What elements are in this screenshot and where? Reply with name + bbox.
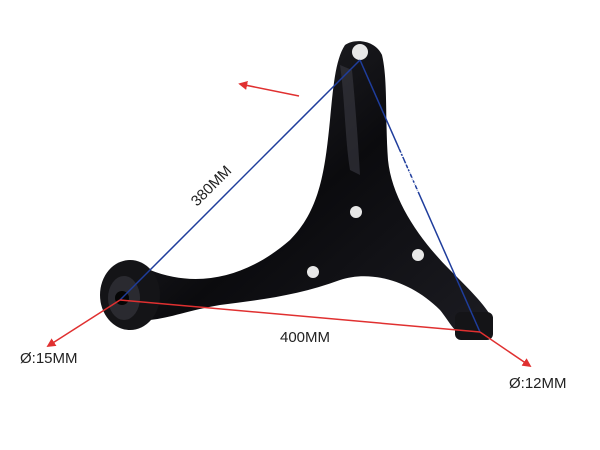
right-bushing [455, 312, 493, 340]
label-400mm: 400MM [280, 329, 330, 346]
arrows [46, 81, 532, 368]
arrow-top [238, 81, 300, 97]
label-diameter-12mm: Ø:12MM [509, 375, 567, 392]
top-mount-hole [352, 44, 368, 60]
measure-lines [119, 59, 481, 333]
label-380mm: 380MM [188, 162, 235, 209]
label-diameter-15mm: Ø:15MM [20, 350, 78, 367]
measure-line-350 [359, 59, 481, 333]
measure-line-380 [119, 59, 361, 301]
arrow-left-bushing [46, 299, 121, 347]
control-arm [100, 41, 493, 340]
arrow-right-bushing [479, 331, 532, 368]
measure-line-400 [119, 299, 481, 333]
